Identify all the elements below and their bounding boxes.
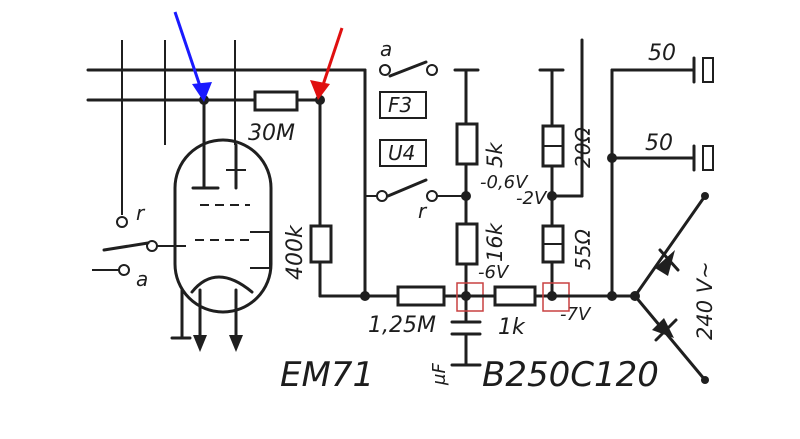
capacitor-uf: μF xyxy=(429,320,482,386)
switch-label-r: r xyxy=(136,201,146,225)
voltage-minus-2v: -2V xyxy=(516,188,548,209)
tube-input-switch: r a xyxy=(92,201,186,291)
em71-tube-symbol xyxy=(170,98,273,352)
switch-label-a: a xyxy=(136,267,148,291)
resistor-1-25m-label: 1,25M xyxy=(368,313,436,338)
box-u4-label: U4 xyxy=(388,141,415,165)
resistor-20-ohm-label: 20Ω xyxy=(571,127,595,168)
tube-type-label: EM71 xyxy=(280,355,374,395)
resistor-55-ohm-label: 55Ω xyxy=(571,229,595,270)
blue-arrow xyxy=(173,11,212,102)
capacitor-50-mid-label: 50 xyxy=(645,131,673,156)
resistor-16k-label: 16k xyxy=(483,222,507,262)
resistor-1k-label: 1k xyxy=(498,315,526,340)
divider-20-55-ohm: 20Ω 55Ω -2V -7V xyxy=(516,38,595,325)
function-switch: a F3 U4 r xyxy=(360,37,466,301)
resistor-30m-label: 30M xyxy=(248,121,295,146)
voltage-minus-0-6v: -0,6V xyxy=(480,172,529,193)
voltage-minus-6v: -6V xyxy=(478,262,510,283)
resistor-400k: 400k xyxy=(283,98,402,298)
resistor-5k-label: 5k xyxy=(483,142,507,168)
capacitor-50-top-label: 50 xyxy=(648,41,676,66)
switch-label-r-mid: r xyxy=(418,199,428,223)
divider-5k-16k: 5k 16k -0,6V -6V xyxy=(453,68,529,322)
resistor-30m: 30M xyxy=(248,90,299,146)
red-arrow xyxy=(310,27,344,100)
supply-section: 50 50 240 V~ xyxy=(550,41,717,384)
resistor-400k-label: 400k xyxy=(283,224,308,280)
voltage-minus-7v: -7V xyxy=(560,304,592,325)
rectifier-type-label: B250C120 xyxy=(482,355,659,395)
ac-input-label: 240 V~ xyxy=(693,261,717,340)
resistor-1k: 1k xyxy=(464,285,557,340)
top-bus-lines xyxy=(86,40,367,215)
switch-label-a-top: a xyxy=(380,37,392,61)
box-f3-label: F3 xyxy=(388,93,412,117)
capacitor-unit-label: μF xyxy=(429,363,450,386)
